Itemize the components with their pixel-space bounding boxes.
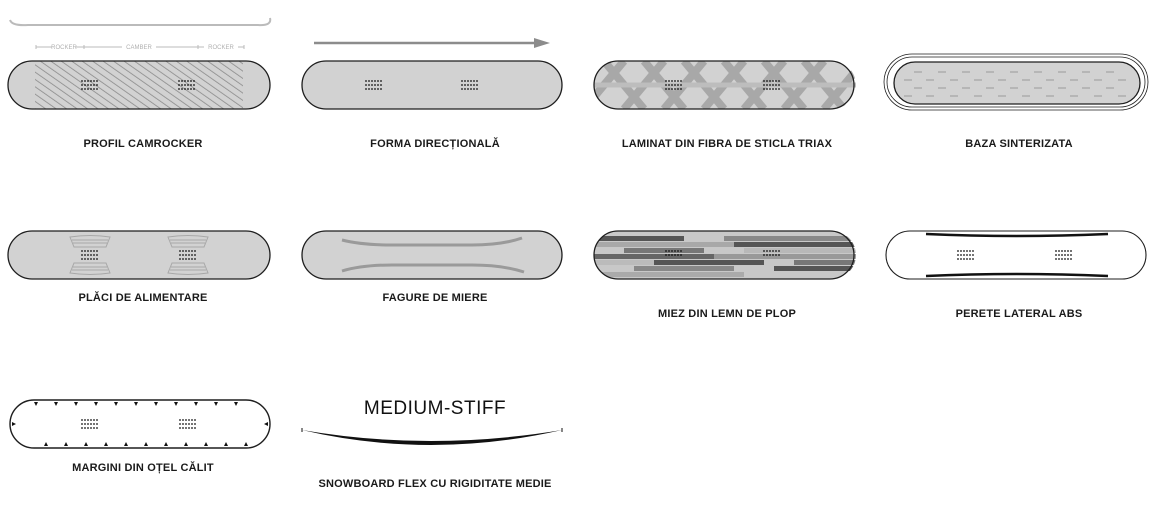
sintered-base-icon: [883, 53, 1149, 111]
directional-arrow-icon: [301, 38, 563, 110]
feature-abs-sidewall: PERETE LATERAL ABS: [884, 230, 1154, 326]
profile-label-camber: CAMBER: [126, 45, 152, 51]
caption-flex: SNOWBOARD FLEX CU RIGIDITATE MEDIE: [318, 478, 552, 490]
caption-camrocker: PROFIL CAMROCKER: [83, 138, 203, 150]
caption-steel-edges: MARGINI DIN OȚEL CĂLIT: [72, 462, 214, 474]
caption-power-plates: PLĂCI DE ALIMENTARE: [78, 292, 208, 304]
abs-sidewall-icon: [885, 230, 1147, 280]
feature-flex: MEDIUM-STIFF SNOWBOARD FLEX CU RIGIDITAT…: [300, 396, 570, 496]
power-plates-icon: [7, 230, 271, 280]
honeycomb-icon: [301, 230, 563, 280]
profile-label-rocker-2: ROCKER: [208, 45, 234, 51]
feature-honeycomb: FAGURE DE MIERE: [300, 230, 570, 310]
profile-label-rocker: ROCKER: [51, 45, 77, 51]
caption-poplar-core: MIEZ DIN LEMN DE PLOP: [657, 308, 797, 320]
flex-profile-icon: [301, 428, 563, 445]
feature-camrocker: ROCKER CAMBER ROCKER PROFIL CAMROCKER: [7, 10, 278, 160]
feature-triax: LAMINAT DIN FIBRA DE STICLA TRIAX: [592, 10, 862, 160]
caption-directional: FORMA DIRECȚIONALĂ: [370, 138, 500, 150]
flex-rating-label: MEDIUM-STIFF: [363, 398, 507, 419]
feature-steel-edges: MARGINI DIN OȚEL CĂLIT: [8, 398, 278, 478]
caption-honeycomb: FAGURE DE MIERE: [382, 292, 488, 304]
feature-power-plates: PLĂCI DE ALIMENTARE: [7, 230, 278, 310]
steel-edges-icon: [9, 399, 271, 449]
feature-directional: FORMA DIRECȚIONALĂ: [300, 10, 570, 160]
caption-sintered: BAZA SINTERIZATA: [965, 138, 1073, 150]
feature-poplar-core: MIEZ DIN LEMN DE PLOP: [592, 230, 862, 326]
poplar-core-icon: [593, 230, 856, 280]
triax-fiberglass-icon: [593, 60, 856, 110]
camrocker-icon: ROCKER CAMBER ROCKER: [7, 17, 272, 110]
caption-abs-sidewall: PERETE LATERAL ABS: [955, 308, 1083, 320]
feature-sintered: BAZA SINTERIZATA: [883, 10, 1154, 160]
caption-triax: LAMINAT DIN FIBRA DE STICLA TRIAX: [621, 138, 833, 150]
